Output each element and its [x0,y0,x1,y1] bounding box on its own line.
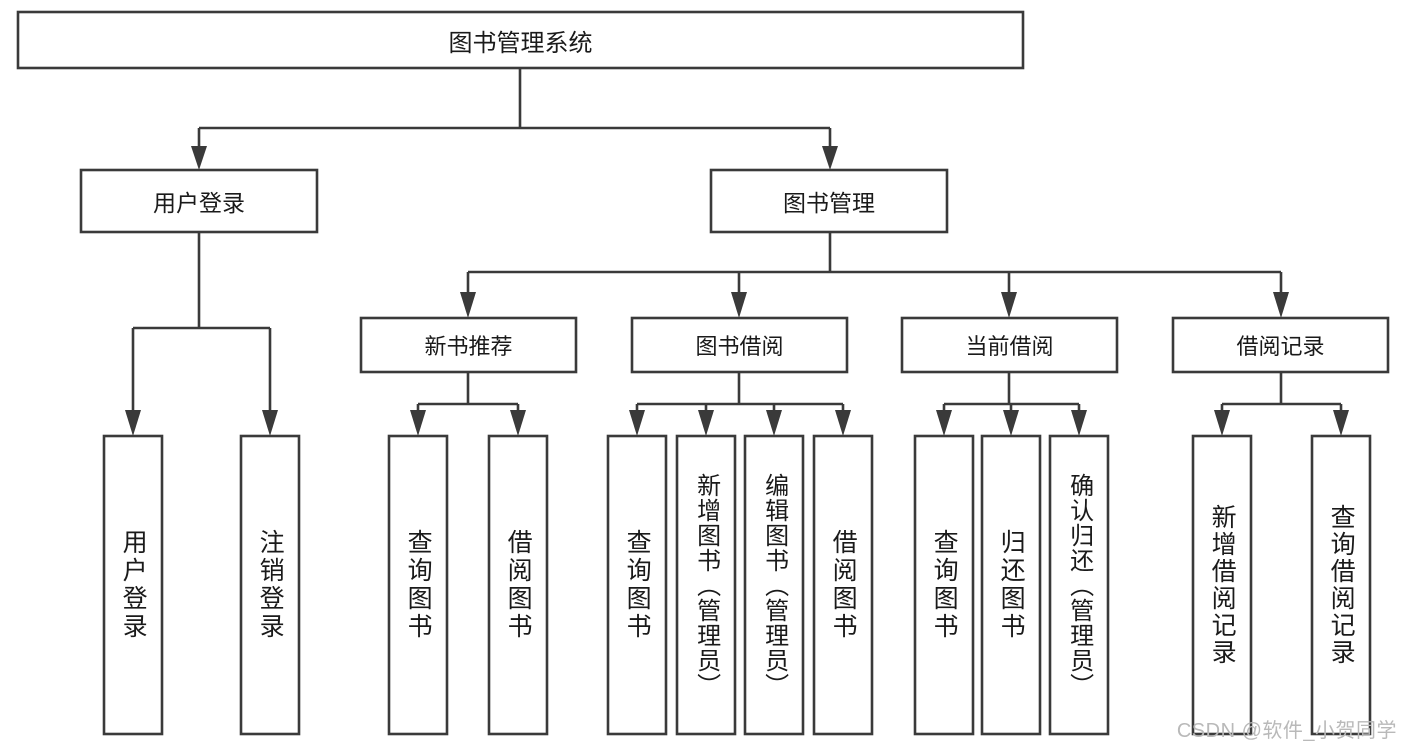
connector-root-to-level1 [191,68,838,170]
node-root[interactable] [16,10,1025,70]
node-borrow-record[interactable] [1171,316,1390,374]
arrow-leaf-add-book-admin [698,410,714,436]
node-leaf-add-book-admin[interactable] [675,434,737,736]
arrow-book-borrow [731,292,747,318]
csdn-watermark: CSDN @软件_小贺同学 [1176,720,1397,742]
node-leaf-borrow-book-1[interactable] [487,434,549,736]
arrow-leaf-logout-login [262,410,278,436]
arrow-leaf-query-book-3 [936,410,952,436]
node-leaf-query-book-1[interactable] [387,434,449,736]
arrow-leaf-borrow-book-1 [510,410,526,436]
arrow-user-login [191,146,207,170]
node-leaf-confirm-return-admin[interactable] [1048,434,1110,736]
arrow-leaf-confirm-return-admin [1071,410,1087,436]
connector-borrow-record-to-leaves [1214,372,1349,436]
node-leaf-logout-login[interactable] [239,434,301,736]
arrow-leaf-borrow-book-2 [835,410,851,436]
connector-current-borrow-to-leaves [936,372,1087,436]
arrow-new-book-recommend [460,292,476,318]
node-leaf-return-book[interactable] [980,434,1042,736]
arrow-current-borrow [1001,292,1017,318]
node-leaf-query-book-2[interactable] [606,434,668,736]
connector-user-login-to-leaves [125,232,278,436]
node-leaf-edit-book-admin[interactable] [743,434,805,736]
arrow-borrow-record [1273,292,1289,318]
node-leaf-query-borrow-record[interactable] [1310,434,1372,736]
arrow-leaf-query-book-1 [410,410,426,436]
node-current-borrow[interactable] [900,316,1119,374]
connector-book-borrow-to-leaves [629,372,851,436]
node-book-borrow[interactable] [630,316,849,374]
node-leaf-query-book-3[interactable] [913,434,975,736]
node-leaf-borrow-book-2[interactable] [812,434,874,736]
node-user-login[interactable] [79,168,319,234]
arrow-book-manage [822,146,838,170]
connector-book-manage-to-level2 [460,232,1289,318]
arrow-leaf-add-borrow-record [1214,410,1230,436]
connector-new-book-recommend-to-leaves [410,372,526,436]
arrow-leaf-query-book-2 [629,410,645,436]
arrow-leaf-user-login [125,410,141,436]
arrow-leaf-return-book [1003,410,1019,436]
node-leaf-add-borrow-record[interactable] [1191,434,1253,736]
node-leaf-user-login[interactable] [102,434,164,736]
node-new-book-recommend[interactable] [359,316,578,374]
arrow-leaf-query-borrow-record [1333,410,1349,436]
node-book-manage[interactable] [709,168,949,234]
arrow-leaf-edit-book-admin [766,410,782,436]
